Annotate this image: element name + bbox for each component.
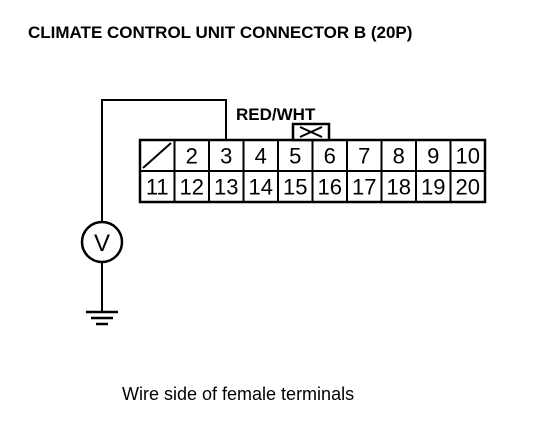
caption: Wire side of female terminals bbox=[122, 384, 354, 404]
terminal-19: 19 bbox=[421, 175, 445, 200]
terminal-5: 5 bbox=[289, 144, 301, 169]
terminal-18: 18 bbox=[387, 175, 411, 200]
terminal-3: 3 bbox=[220, 144, 232, 169]
terminal-6: 6 bbox=[324, 144, 336, 169]
terminal-9: 9 bbox=[427, 144, 439, 169]
terminal-10: 10 bbox=[456, 144, 480, 169]
terminal-2: 2 bbox=[186, 144, 198, 169]
terminal-17: 17 bbox=[352, 175, 376, 200]
voltmeter-symbol: V bbox=[94, 230, 110, 257]
terminal-7: 7 bbox=[358, 144, 370, 169]
locking-tab bbox=[291, 122, 331, 142]
terminal-12: 12 bbox=[180, 175, 204, 200]
diagram-title: CLIMATE CONTROL UNIT CONNECTOR B (20P) bbox=[28, 23, 412, 42]
terminal-16: 16 bbox=[318, 175, 342, 200]
terminal-8: 8 bbox=[393, 144, 405, 169]
probe-wire bbox=[101, 99, 227, 222]
terminal-4: 4 bbox=[255, 144, 267, 169]
wire-color-label: RED/WHT bbox=[236, 105, 316, 124]
slash-icon bbox=[142, 142, 172, 169]
terminal-20: 20 bbox=[456, 175, 480, 200]
terminal-13: 13 bbox=[214, 175, 238, 200]
voltmeter-icon: V bbox=[80, 220, 124, 264]
terminal-15: 15 bbox=[283, 175, 307, 200]
ground-icon bbox=[86, 310, 118, 326]
terminal-14: 14 bbox=[249, 175, 273, 200]
terminal-11: 11 bbox=[146, 175, 169, 200]
